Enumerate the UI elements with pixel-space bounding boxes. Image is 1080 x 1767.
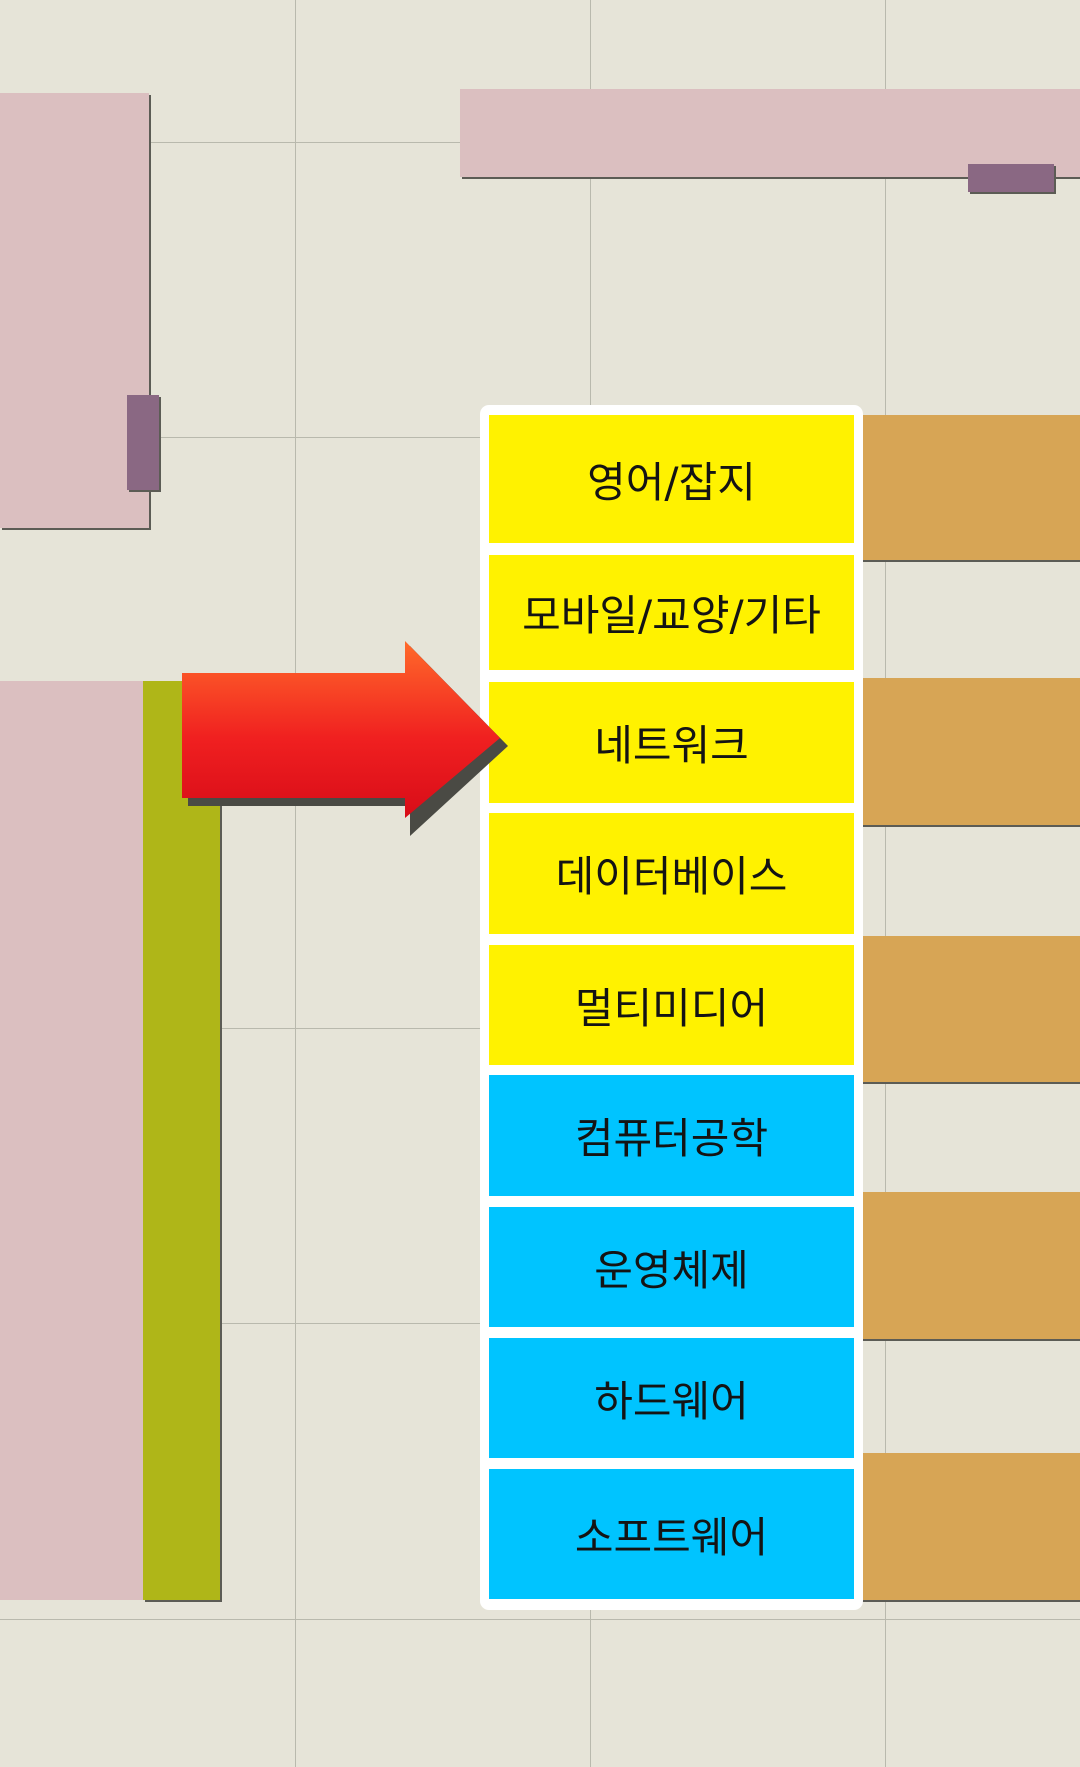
shelf-block-right xyxy=(860,1192,1080,1339)
category-shelf-hardware[interactable]: 하드웨어 xyxy=(489,1338,854,1458)
category-shelf-panel: 영어/잡지 모바일/교양/기타 네트워크 데이터베이스 멀티미디어 컴퓨터공학 … xyxy=(480,405,863,1610)
category-shelf-multimedia[interactable]: 멀티미디어 xyxy=(489,945,854,1065)
grid-line xyxy=(885,0,886,1767)
category-shelf-software[interactable]: 소프트웨어 xyxy=(489,1469,854,1599)
shelf-marker-left xyxy=(127,395,159,490)
category-shelf-network[interactable]: 네트워크 xyxy=(489,682,854,803)
shelf-block-right xyxy=(860,678,1080,825)
grid-line xyxy=(295,0,296,1767)
category-shelf-computer-engineering[interactable]: 컴퓨터공학 xyxy=(489,1075,854,1196)
shelf-block-top-left xyxy=(0,93,149,528)
shelf-block-bottom-left xyxy=(0,681,143,1600)
shelf-marker-top xyxy=(968,164,1054,192)
shelf-block-olive xyxy=(143,681,220,1600)
right-arrow-icon xyxy=(182,641,508,836)
shelf-block-right xyxy=(860,415,1080,560)
shelf-block-top-right xyxy=(460,89,1080,177)
category-shelf-operating-system[interactable]: 운영체제 xyxy=(489,1207,854,1327)
shelf-block-right xyxy=(860,936,1080,1082)
category-shelf-database[interactable]: 데이터베이스 xyxy=(489,813,854,934)
grid-line xyxy=(0,1619,1080,1620)
category-shelf-mobile-liberal-etc[interactable]: 모바일/교양/기타 xyxy=(489,555,854,670)
category-shelf-english-magazine[interactable]: 영어/잡지 xyxy=(489,415,854,543)
shelf-block-right xyxy=(860,1453,1080,1600)
